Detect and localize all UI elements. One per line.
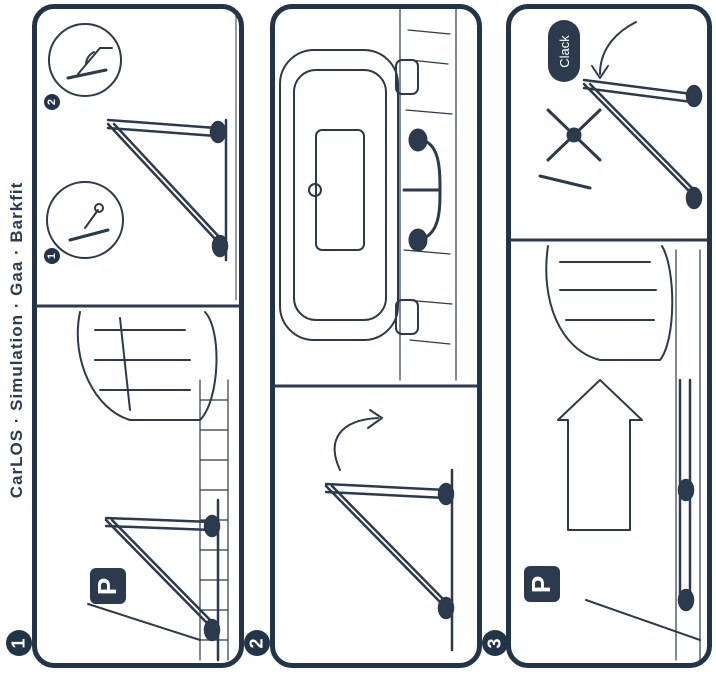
zoom-circle-2-icon bbox=[49, 24, 121, 96]
clack-label: Clack bbox=[548, 20, 580, 82]
parking-sign-icon: P bbox=[90, 568, 126, 604]
step-2-badge: 2 bbox=[244, 630, 270, 656]
parking-barrier-icon bbox=[404, 130, 440, 250]
car-icon bbox=[280, 50, 418, 340]
parking-barrier-icon bbox=[108, 120, 227, 260]
car-icon bbox=[546, 246, 672, 360]
wall-icon bbox=[400, 8, 456, 380]
cross-icon bbox=[548, 110, 600, 160]
curved-arrow-icon bbox=[335, 410, 382, 470]
sub-step-1-badge: 1 bbox=[44, 248, 60, 264]
step-1-badge: 1 bbox=[6, 630, 32, 656]
parking-barrier-icon bbox=[326, 470, 453, 650]
parking-sign-icon: P bbox=[524, 566, 560, 602]
zoom-circle-1-icon bbox=[47, 182, 123, 258]
step-3-badge: 3 bbox=[482, 630, 508, 656]
big-arrow-icon bbox=[558, 380, 642, 530]
car-icon bbox=[78, 312, 217, 420]
parking-barrier-icon bbox=[584, 80, 701, 208]
sub-step-2-badge: 2 bbox=[44, 94, 60, 110]
curved-arrow-icon bbox=[592, 22, 636, 78]
parking-barrier-icon bbox=[679, 380, 693, 610]
